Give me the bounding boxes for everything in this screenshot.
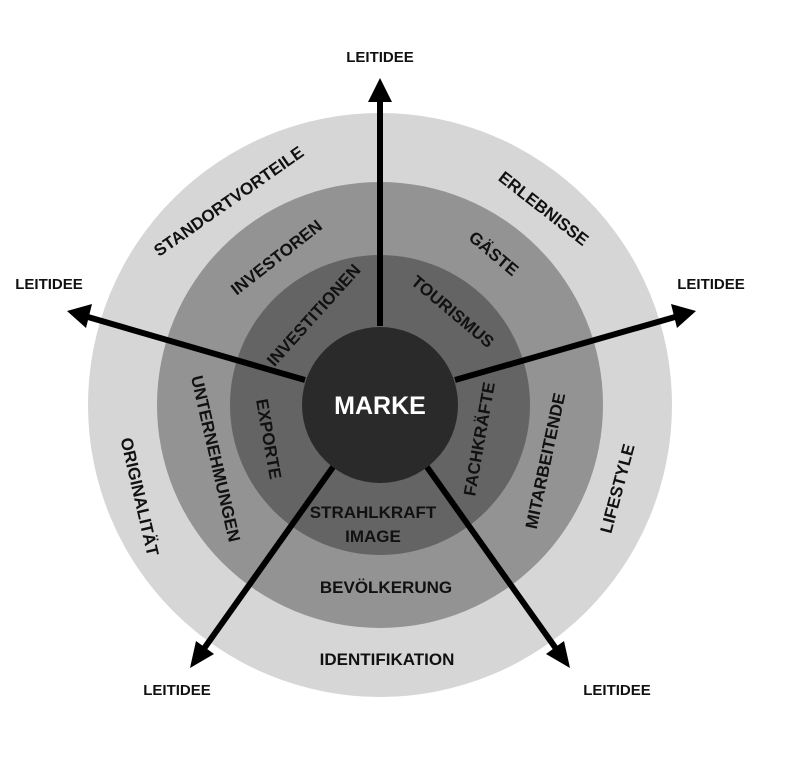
leitidee-left: LEITIDEE — [15, 276, 83, 293]
leitidee-bottom-left: LEITIDEE — [143, 682, 211, 699]
leitidee-top: LEITIDEE — [346, 49, 414, 66]
leitidee-bottom-right: LEITIDEE — [583, 682, 651, 699]
inner-label-strahlkraft: STRAHLKRAFT — [310, 503, 437, 522]
arrow-bottom-left-head — [190, 641, 214, 668]
arrow-right-shaft — [454, 314, 676, 383]
center-label: MARKE — [334, 392, 426, 420]
middle-label-bevoelkerung: BEVÖLKERUNG — [320, 578, 452, 597]
arrow-left-shaft — [87, 314, 306, 383]
arrow-right-head — [671, 304, 696, 328]
arrow-bottom-right-shaft — [424, 465, 560, 652]
core-circle — [302, 327, 458, 483]
arrow-left-head — [67, 304, 92, 328]
leitidee-right: LEITIDEE — [677, 276, 745, 293]
inner-label-image: IMAGE — [345, 527, 401, 546]
outer-label-identifikation: IDENTIFIKATION — [320, 650, 455, 669]
arrows — [87, 100, 676, 652]
arrow-heads — [67, 78, 696, 668]
arrow-bottom-left-shaft — [200, 465, 336, 652]
arrow-top-head — [368, 78, 392, 102]
arrow-bottom-right-head — [546, 641, 570, 668]
